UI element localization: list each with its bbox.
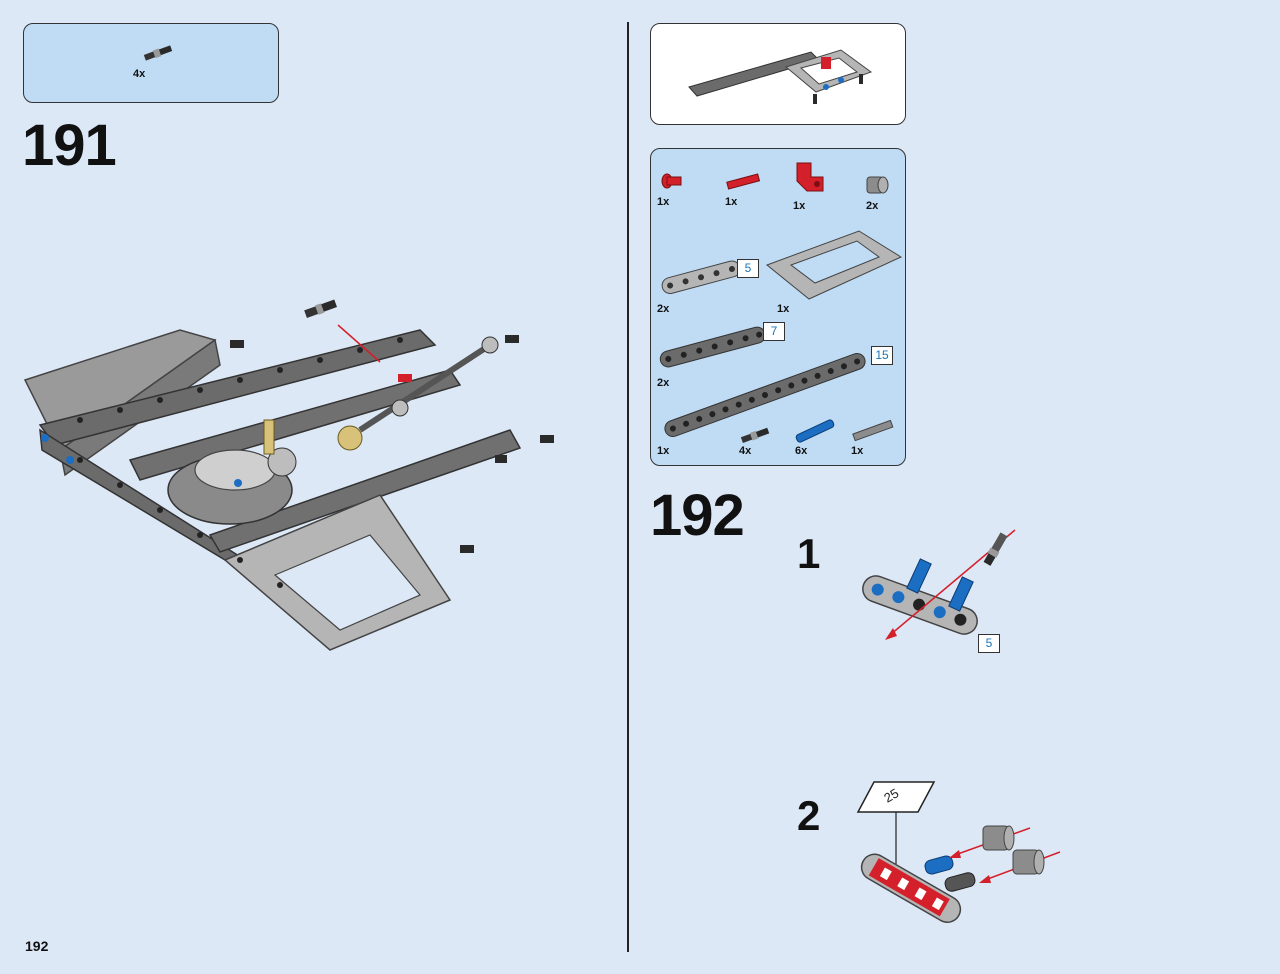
qty-beam-5: 2x [657,303,670,315]
page-number: 192 [25,938,49,954]
submodel-preview-illustration [688,49,873,104]
qty-beam-7: 2x [657,377,670,389]
beam-5-icon [661,260,741,295]
qty-axle-pin: 4x [739,445,752,457]
red-angle-connector-icon [796,162,824,192]
part-qty: 4x [133,68,146,80]
sticker-callout [856,781,936,864]
qty-blue-axle-pin: 6x [795,445,808,457]
gray-bush-icon [866,176,889,194]
beam-15-icon [664,352,866,438]
length-box-beam-5: 5 [737,259,759,278]
axle-pin-icon [740,427,770,443]
qty-red-pin-bush: 1x [657,196,670,208]
qty-red-angle-connector: 1x [793,200,806,212]
step-number-191: 191 [22,113,117,178]
assembly-illustration-191 [23,299,554,651]
substep-1-illustration [862,529,1016,640]
qty-gray-bush: 2x [866,200,879,212]
parts-callout-192: 1x 1x 1x 2x 5 2x 1x 7 2x [650,148,906,466]
substep-2-illustration [860,825,1061,924]
length-box-beam-15: 15 [871,346,893,365]
gray-axle-icon [852,419,894,442]
submodel-preview-callout [650,23,906,125]
beam-7-icon [659,326,766,368]
qty-frame-5x7: 1x [777,303,790,315]
parts-callout-191: 4x [23,23,279,103]
qty-red-axle: 1x [725,196,738,208]
length-box-substep-1: 5 [978,634,1000,653]
frame-5x7-icon [766,230,903,300]
axle-pin-part-icon [143,45,173,61]
blue-axle-pin-icon [795,419,835,443]
qty-beam-15: 1x [657,445,670,457]
page-divider [627,22,629,952]
step-number-192: 192 [650,483,745,548]
red-pin-bush-icon [661,173,682,189]
substep-number-2: 2 [797,792,821,839]
red-axle-icon [726,173,761,190]
substep-number-1: 1 [797,530,821,577]
qty-gray-axle: 1x [851,445,864,457]
length-box-beam-7: 7 [763,322,785,341]
